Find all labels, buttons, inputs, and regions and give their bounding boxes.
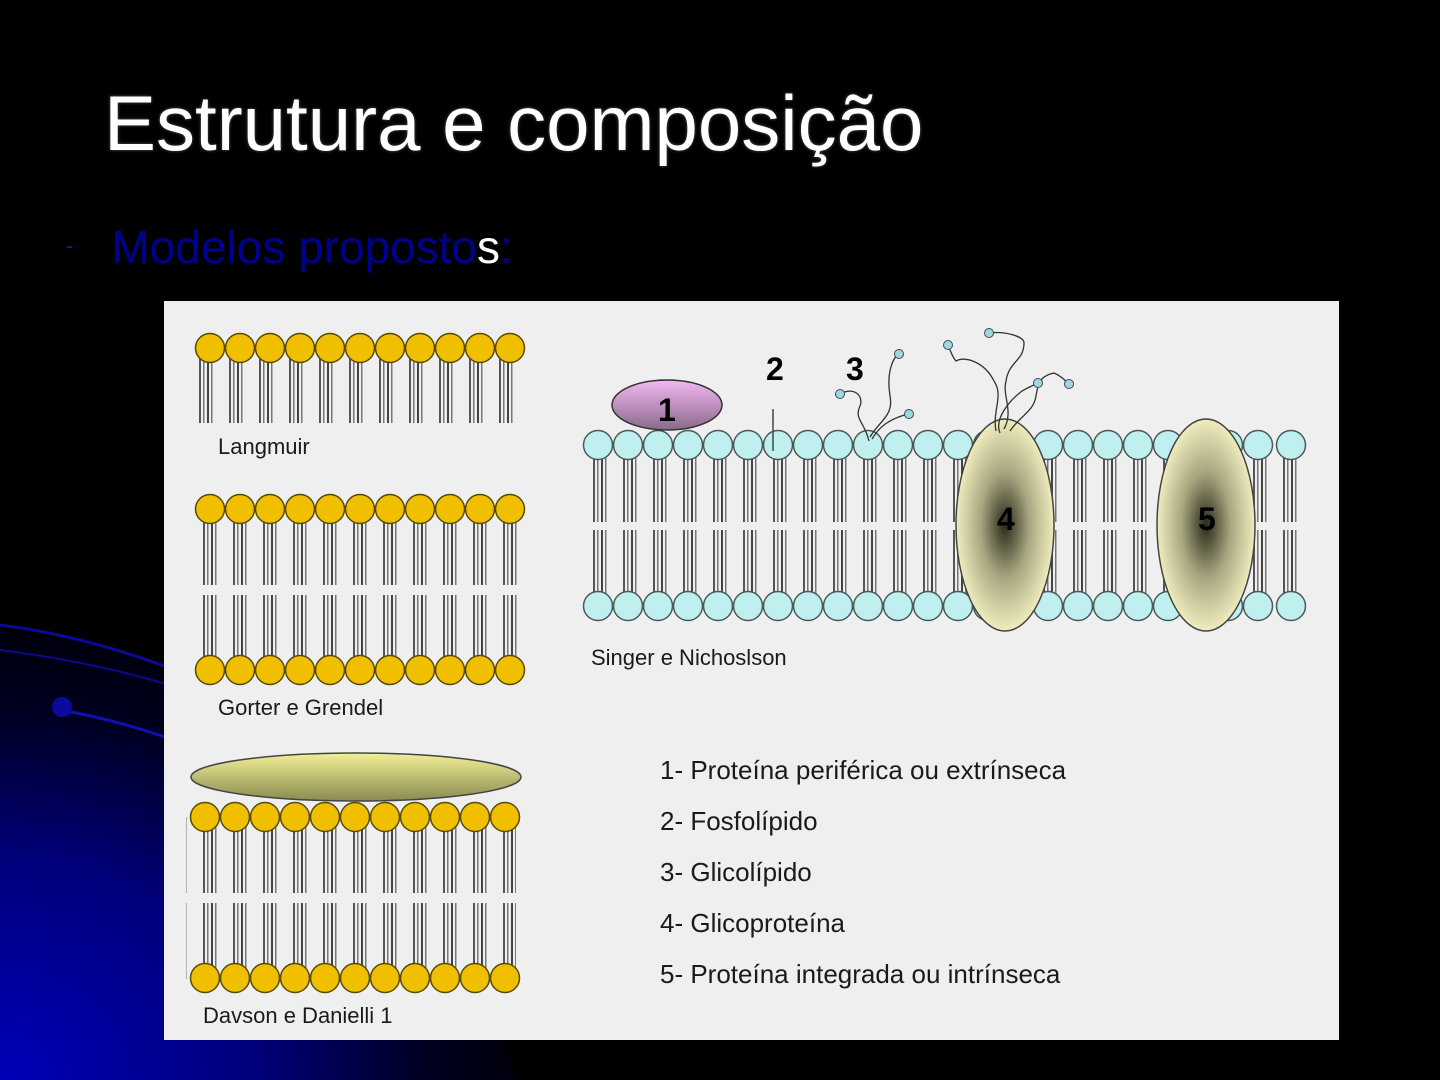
legend-item-4: 4- Glicoproteína <box>660 908 845 938</box>
legend-item-1: 1- Proteína periférica ou extrínseca <box>660 755 1067 785</box>
gorter-grendel-model <box>191 493 526 686</box>
langmuir-model <box>191 332 526 423</box>
slide-title: Estrutura e composição <box>104 79 924 167</box>
peripheral-protein-icon <box>611 379 723 431</box>
legend-item-2: 2- Fosfolípido <box>660 806 818 836</box>
bullet-modelos-propostos: - Modelos propostos: <box>66 224 513 270</box>
bullet-highlight: s <box>477 221 500 273</box>
label-gorter-grendel: Gorter e Grendel <box>218 695 384 720</box>
glycoprotein-icon <box>955 418 1055 632</box>
protein-coat-icon <box>190 752 522 802</box>
bullet-text: Modelos proposto <box>111 221 477 273</box>
legend: 1- Proteína periférica ou extrínseca 2- … <box>660 753 1066 1008</box>
legend-item-5: 5- Proteína integrada ou intrínseca <box>660 959 1061 989</box>
legend-item-3: 3- Glicolípido <box>660 857 812 887</box>
label-langmuir: Langmuir <box>218 434 310 459</box>
marker-4: 4 <box>997 501 1015 537</box>
membrane-diagram-svg <box>186 328 1307 994</box>
glycoprotein-chain-icon <box>947 331 1070 434</box>
marker-5: 5 <box>1198 501 1216 537</box>
davson-danielli-model <box>186 752 522 994</box>
label-singer-nicolson: Singer e Nichoslson <box>591 645 787 670</box>
marker-3: 3 <box>846 351 864 387</box>
bullet-dot-icon <box>52 697 72 717</box>
label-davson-danielli: Davson e Danielli 1 <box>203 1003 393 1028</box>
bullet-colon: : <box>500 221 513 273</box>
singer-nicolson-model <box>582 328 1307 632</box>
glycolipid-chain-icon <box>839 353 909 442</box>
membrane-models-figure: 1 2 3 4 5 Langmuir Gorter e Grendel Davs… <box>164 301 1339 1040</box>
marker-1: 1 <box>658 392 676 428</box>
integral-protein-icon <box>1156 418 1256 632</box>
marker-2: 2 <box>766 351 784 387</box>
bullet-marker: - <box>66 233 74 258</box>
